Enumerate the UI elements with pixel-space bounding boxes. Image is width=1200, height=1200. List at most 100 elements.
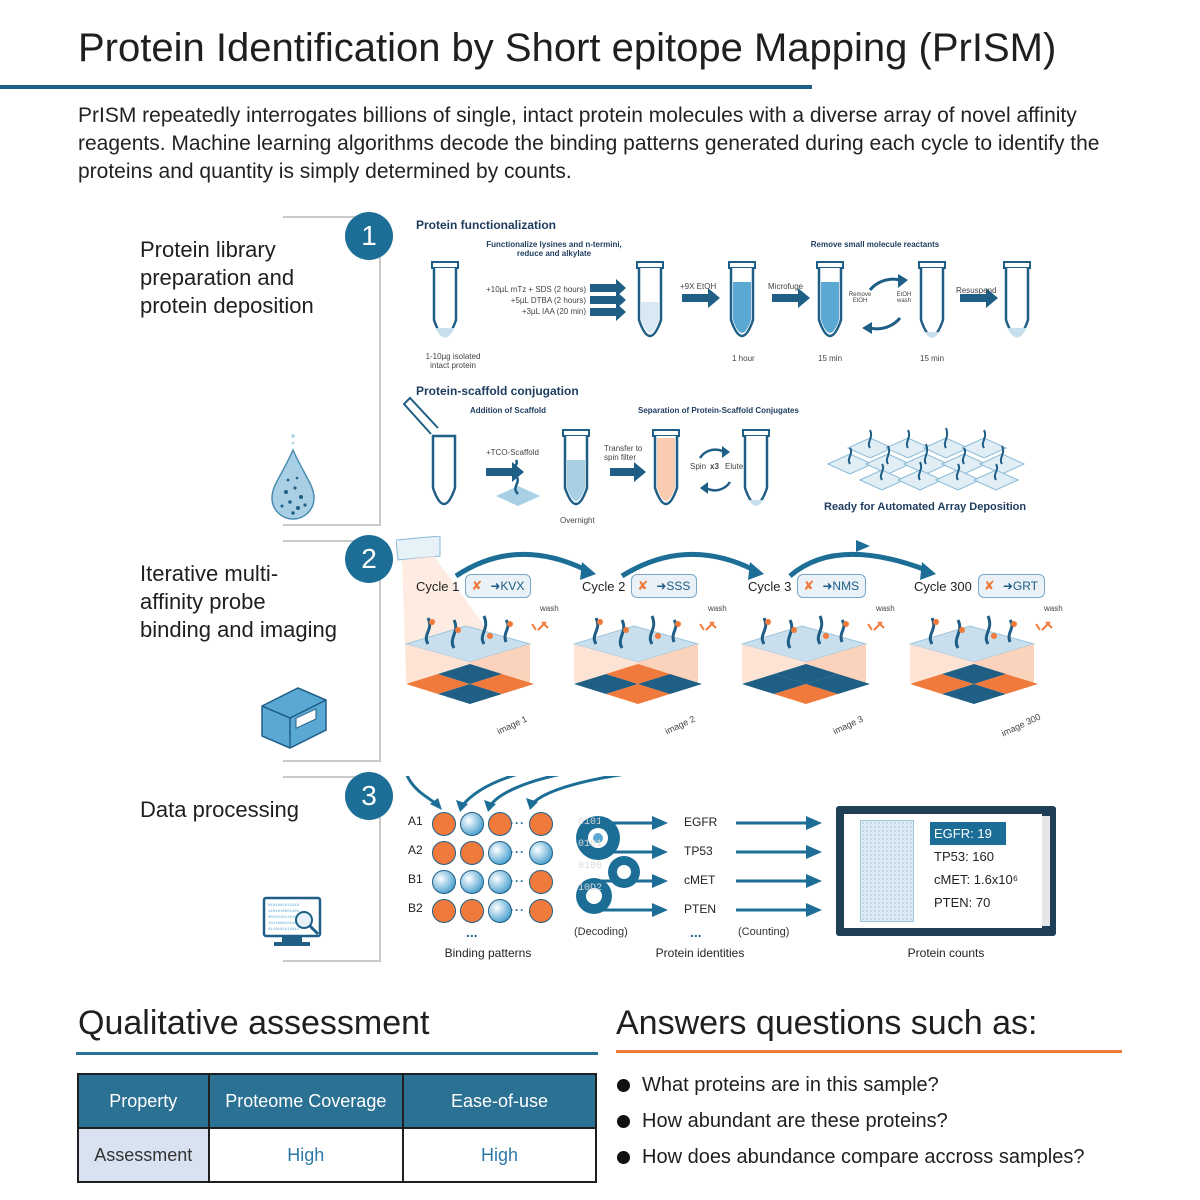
separation-subhead: Separation of Protein-Scaffold Conjugate…: [638, 406, 799, 415]
probe-sequence: GRT: [1012, 579, 1038, 593]
overnight-label: Overnight: [560, 516, 595, 525]
step-1-bracket: [283, 216, 381, 526]
protein-identity: EGFR: [684, 815, 718, 829]
svg-text:1011000101101: 1011000101101: [268, 922, 300, 926]
binding-circle: [432, 899, 456, 923]
binding-row-label: A2: [408, 843, 423, 857]
binding-row-label: A1: [408, 814, 423, 828]
arrow-icon: [600, 903, 668, 917]
header-ease-of-use: Ease-of-use: [402, 1073, 597, 1129]
affinity-probe-icon: ✘: [803, 578, 815, 593]
etoh-wash-label: EtOH wash: [896, 292, 912, 304]
probe-sequence: KVX: [500, 579, 525, 593]
functionalization-tubes: [430, 260, 1032, 338]
time-1-hour: 1 hour: [732, 354, 755, 363]
svg-text:0101001011010: 0101001011010: [268, 904, 300, 908]
svg-text:1101010001101: 1101010001101: [268, 910, 300, 914]
ready-deposition-label: Ready for Automated Array Deposition: [824, 501, 1027, 513]
binding-circle: [460, 812, 484, 836]
start-protein-label: 1-10µg isolated intact protein: [425, 352, 481, 370]
decode-digits-1: 0101: [578, 817, 603, 828]
protein-identity: TP53: [684, 844, 713, 858]
step-2-label: Iterative multi-affinity probe binding a…: [140, 561, 337, 642]
arrow-icon: ➜: [656, 579, 667, 593]
svg-text:0010110110100: 0010110110100: [268, 916, 300, 920]
row-assessment: Assessment: [77, 1127, 210, 1183]
count-item[interactable]: EGFR: 19: [930, 822, 1006, 845]
arrow-icon: [600, 816, 668, 830]
protein-identity: cMET: [684, 873, 716, 887]
binding-circle: [529, 812, 553, 836]
step-3-label: Data processing: [140, 797, 299, 822]
conjugation-heading: Protein-scaffold conjugation: [416, 384, 579, 398]
cycle-label: Cycle 300: [914, 578, 972, 594]
question-item-1: What proteins are in this sample?: [617, 1074, 939, 1097]
decode-digits-3: 0100: [578, 861, 603, 872]
tco-scaffold-label: +TCO-Scaffold: [486, 448, 539, 457]
binding-circle: [529, 899, 553, 923]
droplet-icon: [271, 434, 315, 520]
binding-circle: [432, 812, 456, 836]
arrow-icon: ➜: [822, 579, 833, 593]
svg-text:0110101011011: 0110101011011: [268, 928, 300, 932]
affinity-probe-icon: ✘: [471, 578, 483, 593]
count-item[interactable]: PTEN: 70: [934, 895, 991, 910]
microfuge-label: Microfuge: [768, 282, 804, 291]
counts-scrollbar[interactable]: [1042, 816, 1050, 926]
arrow-icon: ➜: [1002, 579, 1013, 593]
question-item-3: How does abundance compare accross sampl…: [617, 1146, 1084, 1169]
reagent-mtz: +10µL mTz + SDS (2 hours): [486, 285, 586, 294]
cycle-label: Cycle 3: [748, 578, 792, 594]
etoh-label: +9X EtOH: [680, 282, 717, 291]
conjugation-tubes: [402, 396, 771, 506]
affinity-probe-icon: ✘: [983, 578, 995, 593]
binding-row-label: B1: [408, 872, 423, 886]
ellipsis-icon: ···: [510, 874, 525, 888]
probe-sequence: SSS: [666, 579, 691, 593]
affinity-probe-icon: ✘: [637, 578, 649, 593]
binding-row-label: B2: [408, 901, 423, 915]
transfer-label: Transfer to spin filter: [604, 444, 643, 462]
binding-circle: [460, 870, 484, 894]
imaging-block-cycle-1: [404, 615, 549, 704]
value-proteome-coverage: High: [207, 1127, 405, 1183]
count-item[interactable]: cMET: 1.6x10⁶: [934, 872, 1019, 887]
protein-identities-caption: Protein identities: [655, 946, 745, 960]
binding-circle: [460, 841, 484, 865]
arrow-icon: [736, 816, 822, 830]
cycle-4-header: Cycle 300 ✘ ➜GRT: [914, 574, 1045, 598]
spin-label: Spin: [690, 462, 707, 471]
step-1-label: Protein library preparation and protein …: [140, 237, 314, 318]
question-text-1: What proteins are in this sample?: [642, 1074, 939, 1096]
title-underline: [0, 85, 812, 89]
probe-box: ✘ ➜SSS: [631, 574, 698, 598]
scaffold-array-illustration: [826, 427, 1026, 491]
cycle-label: Cycle 1: [416, 578, 460, 594]
arrow-icon: [736, 903, 822, 917]
bullet-icon: [617, 1151, 630, 1165]
wash-label: wash: [708, 604, 727, 613]
question-text-2: How abundant are these proteins?: [642, 1110, 948, 1132]
cycle-label: Cycle 2: [582, 578, 626, 594]
remove-reactants-subhead: Remove small molecule reactants: [810, 240, 940, 249]
binding-circle: [432, 870, 456, 894]
wash-label: wash: [876, 604, 895, 613]
protein-counts-caption: Protein counts: [907, 946, 985, 960]
imaging-instrument-icon: [261, 687, 327, 749]
probe-box: ✘➜KVX: [465, 574, 532, 598]
step-3-bracket: [283, 776, 381, 962]
binding-circle: [529, 870, 553, 894]
addition-scaffold-subhead: Addition of Scaffold: [470, 406, 546, 415]
count-item[interactable]: TP53: 160: [934, 849, 994, 864]
remove-etoh-label: Remove EtOH: [848, 292, 872, 304]
ellipsis-icon: ···: [510, 816, 525, 830]
step-2-badge: 2: [345, 535, 393, 583]
computer-search-icon: 0101001011010 1101010001101 0010110110100 1…: [262, 896, 322, 946]
rows-ellipsis: ...: [466, 924, 478, 940]
functionalization-heading: Protein functionalization: [416, 218, 556, 232]
counting-label: (Counting): [738, 926, 790, 938]
ellipsis-icon: ···: [510, 903, 525, 917]
cycle-3-header: Cycle 3✘➜NMS: [748, 574, 867, 598]
wash-label: wash: [1044, 604, 1063, 613]
binding-circle: [488, 841, 512, 865]
